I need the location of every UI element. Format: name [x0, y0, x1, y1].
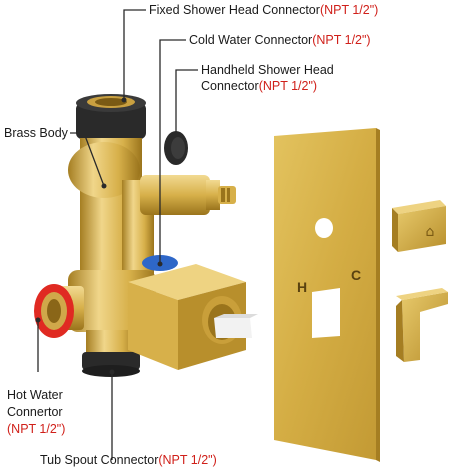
label-tub-spout-connector: Tub Spout Connector(NPT 1/2") — [40, 453, 217, 468]
fixed-shower-connector-part — [76, 94, 146, 139]
leader-lines — [37, 9, 198, 460]
label-hot-water-line2: Connertor — [7, 405, 63, 419]
handle-base-cube: ⌂ — [392, 200, 446, 252]
label-tub-spout-name: Tub Spout Connector — [40, 453, 159, 467]
label-cold-water-connector: Cold Water Connector(NPT 1/2") — [189, 33, 371, 48]
leader-cold-water — [159, 39, 186, 264]
label-cold-water-spec: (NPT 1/2") — [312, 33, 371, 47]
label-fixed-shower-name: Fixed Shower Head Connector — [149, 3, 320, 17]
leader-fixed-shower — [123, 9, 146, 100]
lever-handle — [396, 288, 448, 362]
leader-brass-body — [70, 132, 105, 187]
label-hot-water-spec: (NPT 1/2") — [7, 422, 66, 436]
label-handheld-spec: (NPT 1/2") — [258, 79, 318, 93]
label-brass-body: Brass Body — [4, 126, 68, 140]
leader-handheld — [175, 69, 198, 134]
svg-text:⌂: ⌂ — [426, 224, 435, 240]
label-handheld-name: Connector — [201, 79, 259, 93]
hot-water-connector-part — [34, 284, 84, 338]
tub-spout-connector-part — [82, 330, 140, 377]
label-handheld-line2: Connector(NPT 1/2") — [201, 79, 317, 94]
label-fixed-shower-spec: (NPT 1/2") — [319, 3, 379, 17]
label-tub-spout-spec: (NPT 1/2") — [158, 453, 217, 467]
plate-cold-marking: C — [351, 267, 361, 283]
diverter-cube — [128, 264, 258, 370]
plate-hot-marking: H — [297, 279, 307, 295]
cold-water-connector-part — [140, 175, 236, 271]
label-fixed-shower-connector: Fixed Shower Head Connector(NPT 1/2") — [149, 3, 378, 18]
trim-plate — [274, 128, 380, 462]
plate-square-cutout — [312, 288, 340, 338]
plate-hole — [315, 218, 333, 238]
label-cold-water-name: Cold Water Connector — [189, 33, 313, 47]
label-hot-water-line1: Hot Water — [7, 388, 63, 402]
label-handheld-line1: Handheld Shower Head — [201, 63, 334, 77]
handheld-connector-part — [164, 131, 188, 165]
